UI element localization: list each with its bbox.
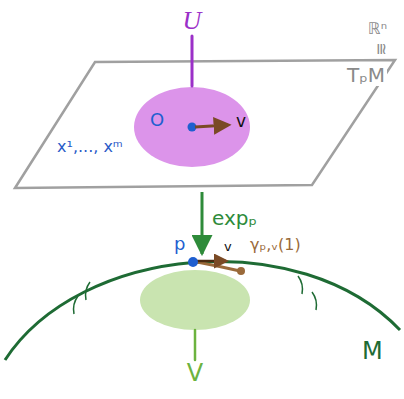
plane-outline (15, 60, 395, 188)
map-arrow (201, 192, 204, 254)
region-fill (140, 270, 250, 330)
math-label: ≅ (372, 42, 390, 55)
manifold-tick (312, 292, 317, 310)
math-label: v (224, 240, 232, 254)
math-label: v (236, 112, 246, 131)
math-label: p (174, 234, 185, 254)
region-label: V (140, 360, 250, 386)
map-label: expₚ (212, 207, 257, 229)
leader-line (191, 36, 194, 86)
point-p (188, 257, 198, 267)
math-label: ℝⁿ (368, 20, 387, 38)
region-fill (134, 87, 250, 167)
math-label: M (362, 338, 383, 364)
region-label: U (134, 7, 250, 36)
math-label: O (150, 110, 164, 130)
tangent-vector (197, 260, 226, 263)
math-label: γₚ,ᵥ(1) (250, 236, 301, 254)
leader-line (194, 330, 197, 360)
geodesic-end (237, 267, 245, 275)
image-region: V (140, 270, 250, 330)
node-outline (140, 270, 250, 330)
manifold-curve (5, 261, 400, 360)
manifold-tick (74, 296, 79, 314)
math-label: TₚM (345, 64, 387, 86)
manifold-tick (86, 282, 91, 300)
tangent-vector (195, 125, 228, 127)
geodesic (197, 262, 240, 271)
manifold-tick (298, 276, 303, 294)
coordinate-label: x¹,..., xᵐ (57, 138, 123, 156)
